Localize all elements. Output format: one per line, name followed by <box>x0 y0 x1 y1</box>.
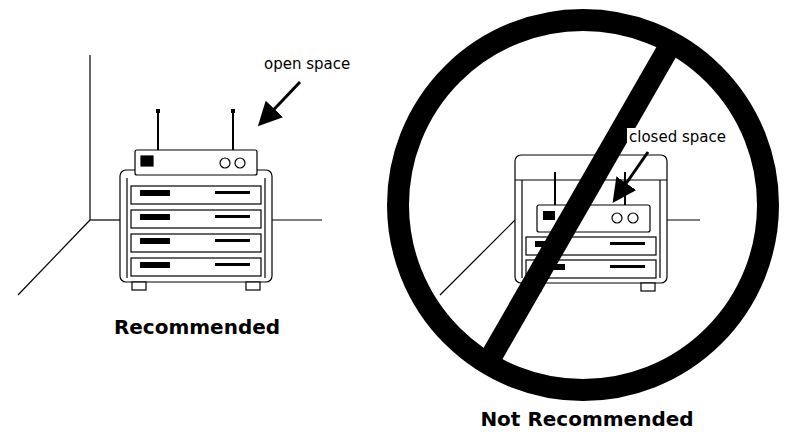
callout-label: open space <box>262 55 352 73</box>
caption-label: Recommended <box>112 315 282 339</box>
caption-label: Not Recommended <box>478 407 695 431</box>
callout-label: closed space <box>627 128 728 146</box>
